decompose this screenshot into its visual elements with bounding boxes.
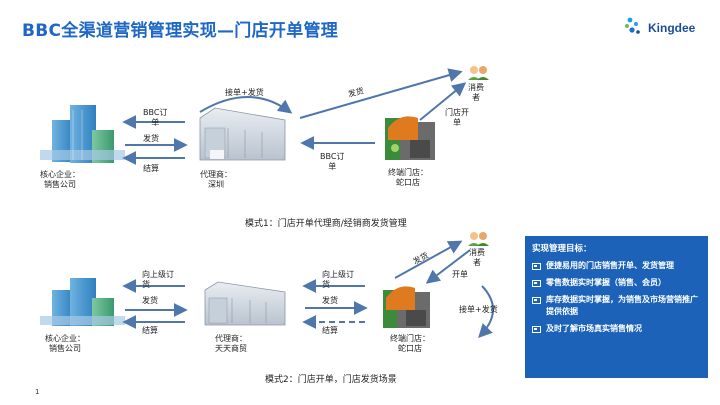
m2-consumer-label: 消费 者 [469,248,485,267]
m2-core-enterprise-label: 核心企业： 销售公司 [45,334,85,353]
m1-receive-ship-label: 接单+发货 [225,88,264,97]
m2-open-order-arrow [425,249,471,284]
agent-warehouse-1 [199,107,286,161]
m2-ship-left-label: 发货 [142,296,158,305]
m1-ship-to-consumer-arrow [299,68,463,119]
goals-title: 实现管理目标： [532,244,592,254]
envelope-icon [532,297,541,304]
kingdee-logo [625,17,640,34]
core-enterprise-building-2 [40,278,125,326]
m1-receive-ship-arc [199,96,293,114]
m2-ship-to-consumer-arrow [394,240,463,279]
goal-item: 库存数据实时掌握，为销售及市场营销推广提供依据 [532,294,702,318]
m1-settle-left-label: 结算 [143,164,159,173]
m1-consumer-label: 消费 者 [468,83,484,102]
store-building-1 [385,116,435,160]
m1-bbc-order-right-label: BBC订 单 [320,152,345,171]
m2-store-label: 终端门店： 蛇口店 [390,334,430,353]
goal-item: 及时了解市场真实销售情况 [532,323,702,335]
page-title: BBC全渠道营销管理实现—门店开单管理 [22,21,339,41]
envelope-icon [532,280,541,287]
m1-core-enterprise-label: 核心企业： 销售公司 [40,170,80,189]
m1-bbc-order-left-label: BBC订 单 [143,108,168,127]
envelope-icon [532,326,541,333]
m2-receive-ship-label: 接单+发货 [459,305,498,314]
m1-store-label: 终端门店： 蛇口店 [388,168,428,187]
brand-name: Kingdee [648,21,696,35]
m2-order-up-left-label: 向上级订 货 [142,270,174,289]
m2-receive-ship-arc [478,285,494,339]
store-building-2 [383,286,430,328]
m2-open-order-label: 开单 [452,270,468,279]
page-number: 1 [35,388,40,396]
goal-item: 便捷易用的门店销售开单、发货管理 [532,260,702,272]
m2-ship-right-label: 发货 [322,296,338,305]
m1-store-open-label: 门店开 单 [445,108,469,127]
management-goals-panel: 实现管理目标： 便捷易用的门店销售开单、发货管理 零售数据实时掌握（销售、会员）… [525,236,708,378]
goal-item: 零售数据实时掌握（销售、会员） [532,277,702,289]
m2-order-up-right-label: 向上级订 货 [322,270,354,289]
core-enterprise-building-1 [40,105,125,163]
envelope-icon [532,263,541,270]
mode1-caption: 模式1：门店开单代理商/经销商发货管理 [245,219,407,229]
mode2-caption: 模式2：门店开单，门店发货场景 [265,375,397,385]
agent-warehouse-2 [204,281,286,326]
m1-ship-left-label: 发货 [143,134,159,143]
m2-agent-label: 代理商： 天天商贸 [215,334,247,353]
m1-agent-label: 代理商： 深圳 [200,170,232,189]
m2-settle-left-label: 结算 [142,326,158,335]
m2-settle-right-label: 结算 [322,326,338,335]
m1-store-open-arrow [419,82,467,121]
consumer-icon-2 [468,232,489,246]
consumer-icon-1 [468,66,489,80]
